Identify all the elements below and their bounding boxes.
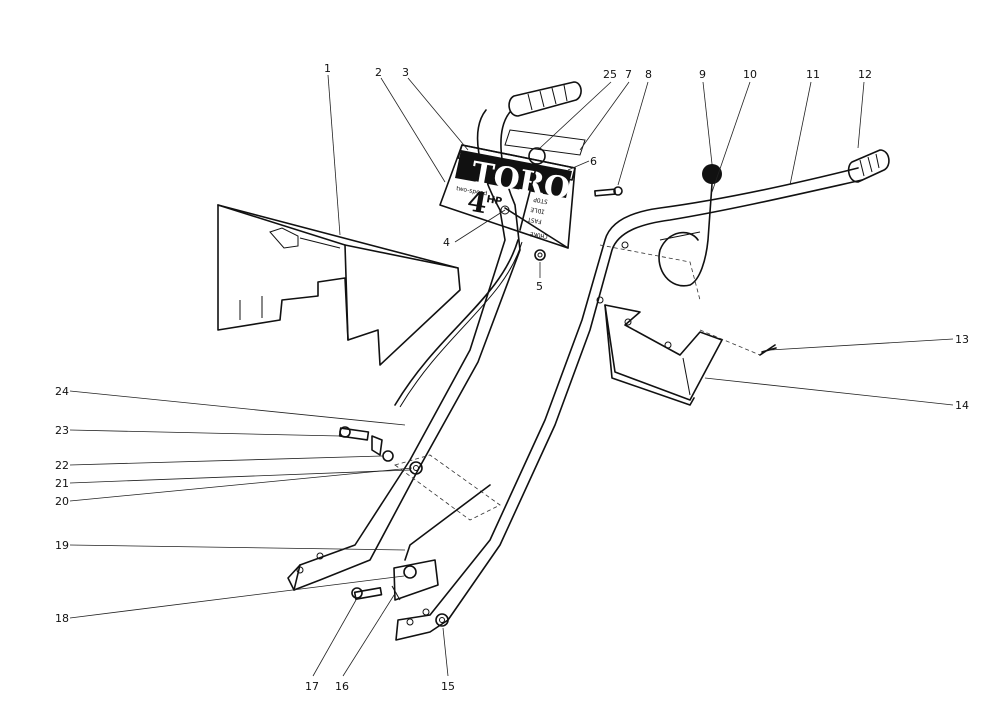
screw-8 (594, 186, 623, 197)
callout-13: 13 (955, 333, 969, 346)
decal-hp: HP (485, 194, 502, 208)
callout-7: 7 (625, 68, 632, 81)
dial-label-fast: FAST (527, 215, 543, 224)
callout-19: 19 (55, 539, 69, 552)
throttle-dial: CHOKE FAST IDLE STOP (527, 195, 549, 239)
shield (217, 204, 461, 366)
callout-4: 4 (443, 236, 450, 249)
toro-decal: TORO two-speed 4 HP (455, 150, 573, 220)
callout-11: 11 (806, 68, 820, 81)
callout-9: 9 (699, 68, 706, 81)
callout-21: 21 (55, 477, 69, 490)
callout-18: 18 (55, 612, 69, 625)
throttle-lever (500, 147, 546, 231)
clutch-lever (599, 164, 722, 301)
right-handle-tube (395, 167, 863, 641)
callout-10: 10 (743, 68, 757, 81)
callout-12: 12 (858, 68, 872, 81)
callout-24: 24 (55, 385, 69, 398)
bracket-14 (604, 304, 761, 406)
control-panel (439, 144, 576, 249)
left-grip (508, 81, 582, 117)
callout-1: 1 (324, 62, 331, 75)
callout-2: 2 (375, 66, 382, 79)
callout-22: 22 (55, 459, 69, 472)
nut-5 (534, 249, 546, 261)
dial-label-stop: STOP (533, 195, 549, 204)
callout-17: 17 (305, 680, 319, 693)
callouts: 1 2 3 25 7 8 9 10 11 12 6 4 5 13 14 24 2… (55, 62, 969, 693)
callout-15: 15 (441, 680, 455, 693)
callout-25: 25 (603, 68, 617, 81)
right-grip (847, 149, 890, 183)
lower-fasteners (338, 426, 501, 627)
leader-lines (69, 74, 954, 677)
dial-label-choke: CHOKE (529, 230, 548, 240)
cotter-pin (759, 344, 777, 356)
callout-8: 8 (645, 68, 652, 81)
callout-14: 14 (955, 399, 969, 412)
callout-5: 5 (536, 280, 543, 293)
throttle-cable (394, 239, 523, 408)
callout-3: 3 (402, 66, 409, 79)
callout-6: 6 (590, 155, 597, 168)
left-handle-tube (287, 109, 521, 591)
callout-20: 20 (55, 495, 69, 508)
callout-16: 16 (335, 680, 349, 693)
callout-23: 23 (55, 424, 69, 437)
decal-plate (504, 129, 586, 156)
dial-label-idle: IDLE (530, 205, 546, 214)
